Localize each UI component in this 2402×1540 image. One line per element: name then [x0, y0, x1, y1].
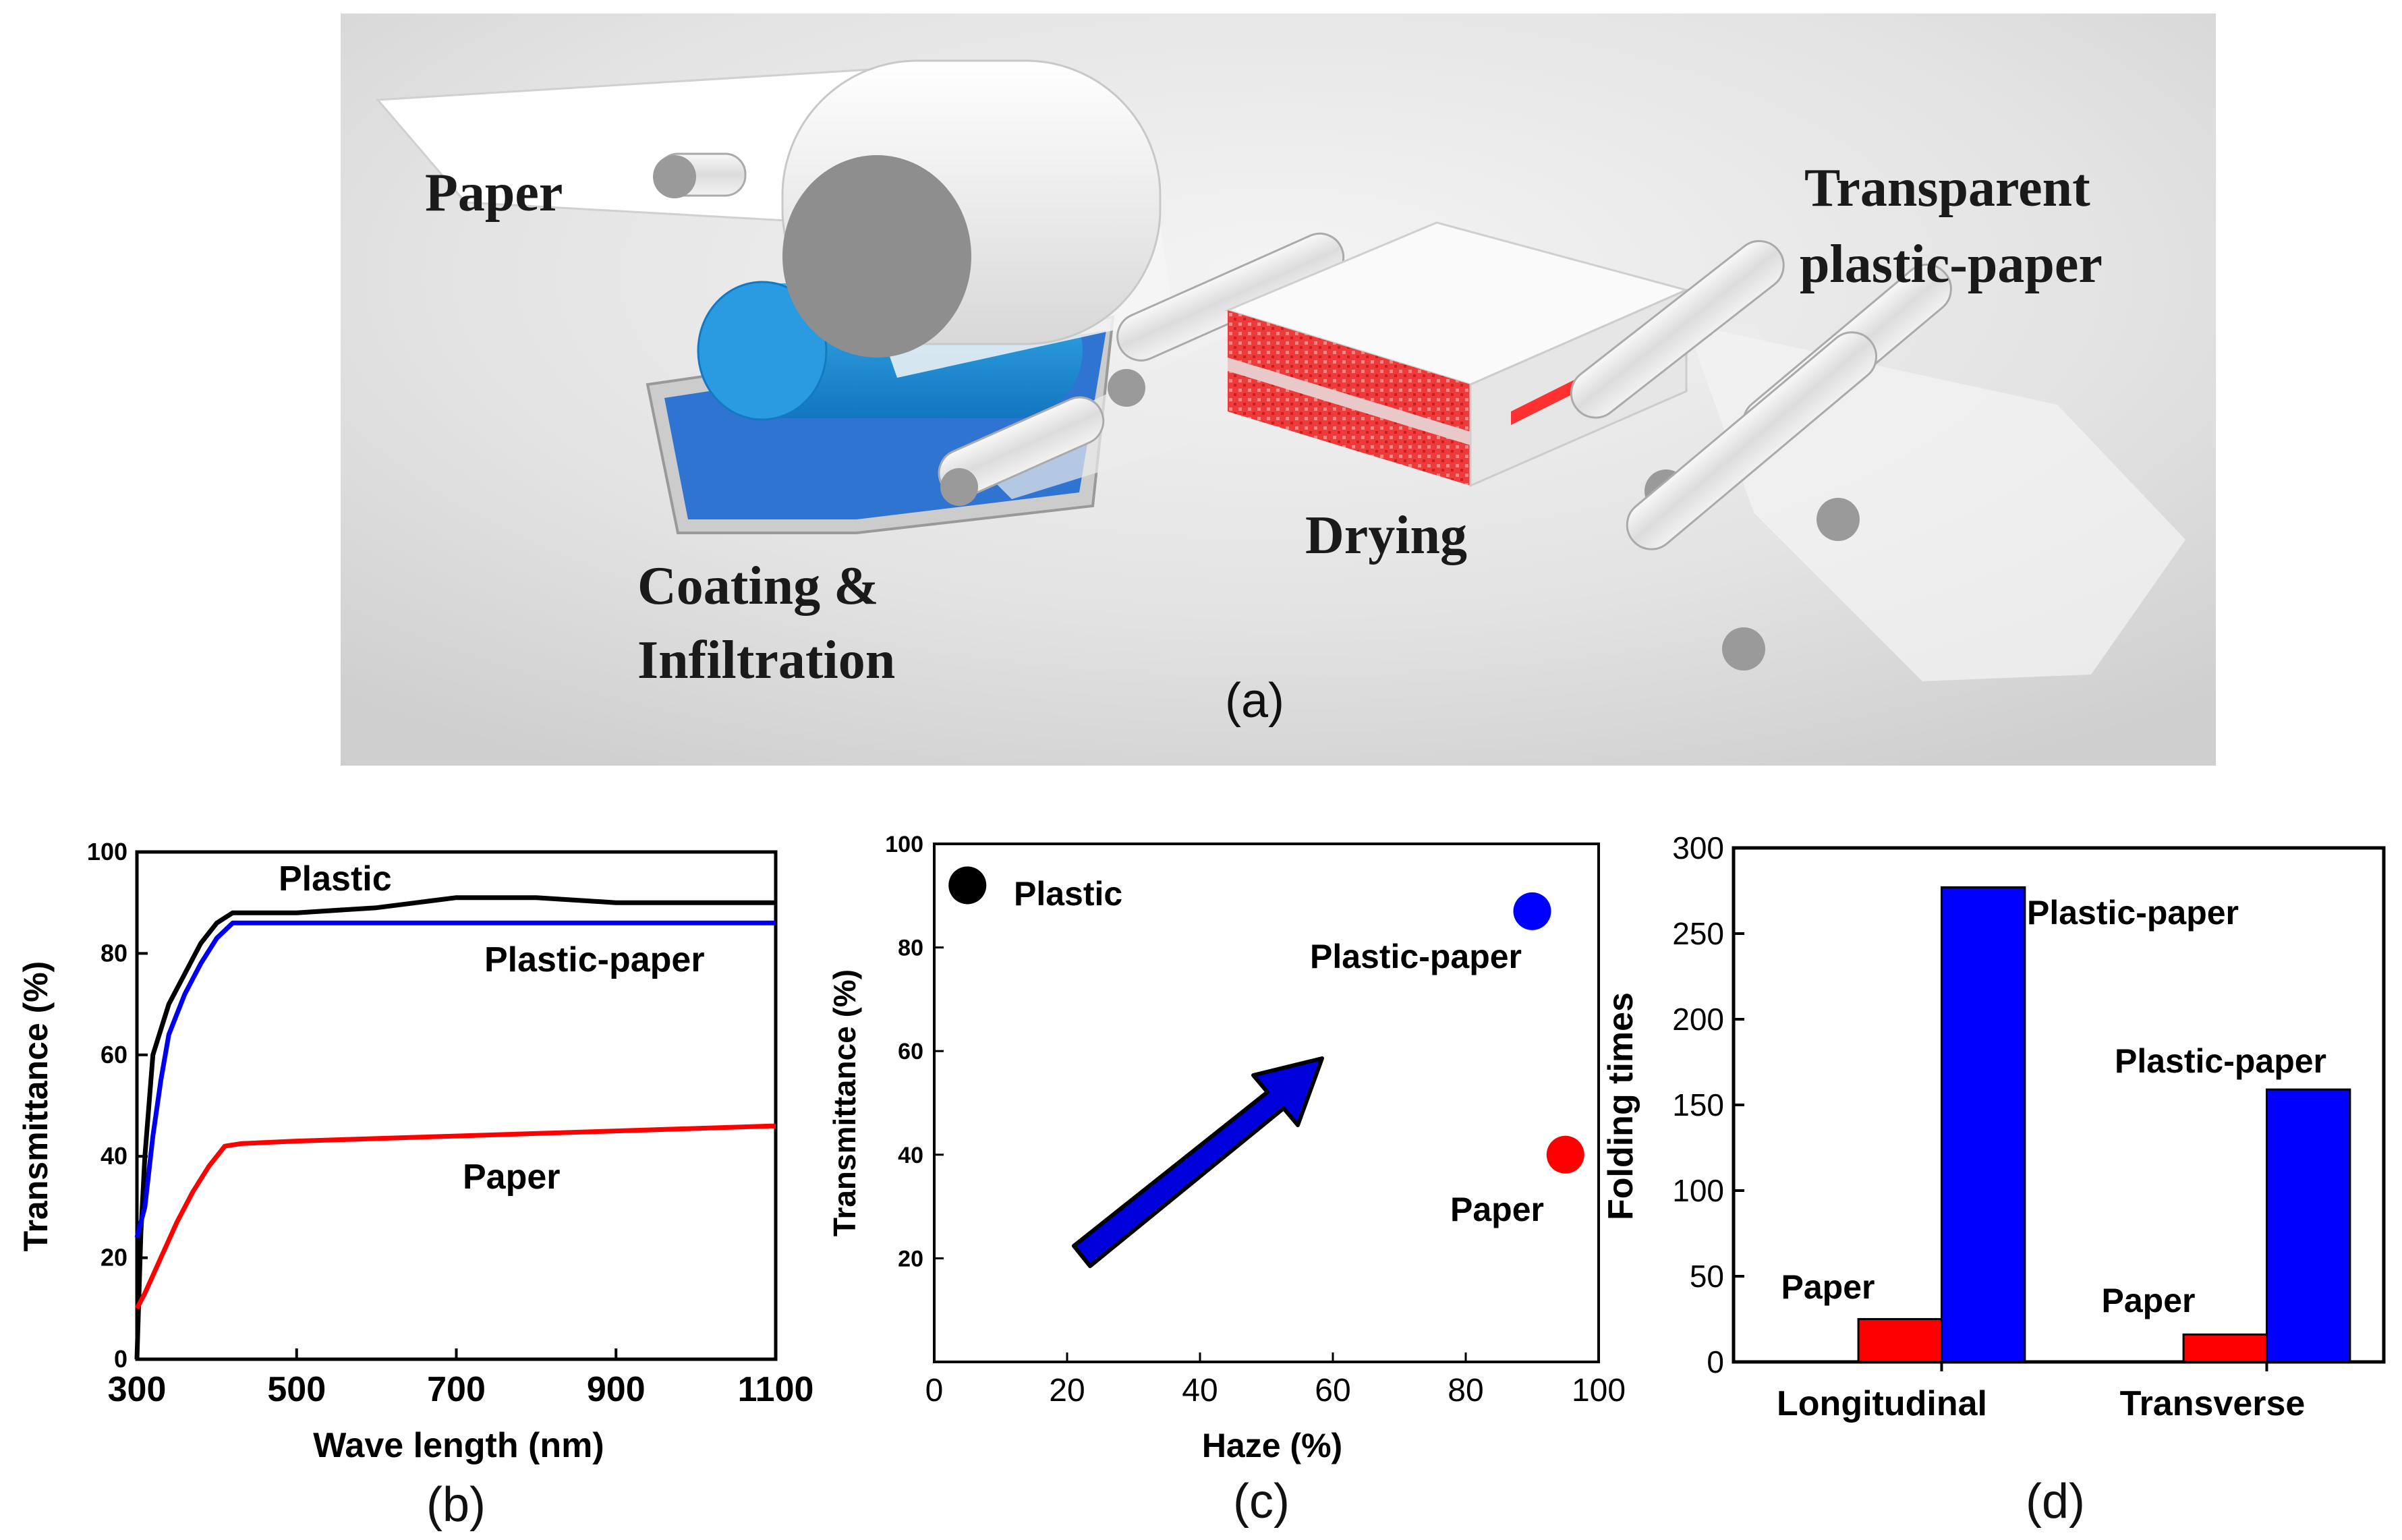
- roller-end-cap: [653, 155, 696, 198]
- oven-slot-front: [1228, 358, 1470, 445]
- category-transverse: Transverse: [2120, 1384, 2306, 1423]
- y-tick-label: 150: [1672, 1087, 1724, 1122]
- caption-a: (a): [1225, 674, 1284, 728]
- chart-b: 300 500 700 900 1100 0 20 40 60 80 100 Transmittan…: [17, 838, 813, 1532]
- x-tick-label: 100: [1572, 1373, 1626, 1408]
- point-plastic-paper: [1513, 892, 1551, 930]
- point-label-paper: Paper: [1450, 1191, 1544, 1228]
- caption-c: (c): [1233, 1475, 1290, 1529]
- chart-c-points: [948, 866, 1584, 1174]
- chart-c-frame: [933, 843, 1600, 1363]
- chart-b-frame: [135, 850, 778, 1361]
- y-tick-label: 250: [1672, 916, 1724, 951]
- bar-label-plastic-paper-2: Plastic-paper: [2115, 1042, 2326, 1080]
- y-tick-label: 40: [898, 1143, 923, 1168]
- chart-d-ylabel: Folding times: [1601, 992, 1640, 1220]
- bar-label-paper-2: Paper: [2102, 1282, 2196, 1319]
- roller-end-cap-5: [1817, 498, 1860, 541]
- roller-end-cap-3: [1108, 369, 1145, 407]
- x-tick-label: 1100: [738, 1370, 814, 1409]
- y-tick-label: 0: [114, 1345, 127, 1373]
- caption-d: (d): [2026, 1475, 2085, 1529]
- series-line-plastic: [134, 895, 776, 1360]
- x-tick-label: 500: [267, 1370, 326, 1409]
- bar-longitudinal-plastic-paper: [1940, 886, 2026, 1363]
- series-line-plastic-paper: [134, 920, 776, 1238]
- chart-b-xlabel: Wave length (nm): [313, 1426, 604, 1465]
- point-label-plastic-paper: Plastic-paper: [1310, 938, 1522, 975]
- panel-a: Paper Transparent plastic-paper Coating …: [341, 13, 2216, 766]
- x-tick-label: 900: [587, 1370, 646, 1409]
- y-tick-label: 300: [1672, 830, 1724, 865]
- label-infiltration: Infiltration: [637, 631, 895, 690]
- y-tick-label: 80: [101, 939, 127, 967]
- y-tick-label: 100: [1672, 1173, 1724, 1208]
- x-tick-label: 700: [427, 1370, 486, 1409]
- series-label-plastic-paper: Plastic-paper: [484, 940, 705, 979]
- chart-d-bars: [1857, 886, 2351, 1363]
- roller-end-cap-2: [940, 468, 978, 506]
- chart-d: 0 50 100 150 200 250 300 Folding times Longitu…: [1601, 830, 2386, 1529]
- chart-c-ticks: 0 20 40 60 80 100 20 40 60 80 100: [885, 832, 1626, 1408]
- chart-b-lines: [134, 895, 776, 1360]
- glass-roller-4: [1570, 239, 1785, 419]
- x-tick-label: 60: [1315, 1373, 1350, 1408]
- y-tick-label: 100: [885, 832, 923, 857]
- x-tick-label: 80: [1448, 1373, 1483, 1408]
- label-coating: Coating &: [637, 557, 879, 616]
- x-tick-label: 300: [108, 1370, 167, 1409]
- y-tick-label: 200: [1672, 1002, 1724, 1037]
- label-plastic-paper: plastic-paper: [1800, 235, 2103, 294]
- chart-d-ticks: 0 50 100 150 200 250 300: [1672, 830, 2268, 1379]
- y-tick-label: 40: [101, 1142, 127, 1170]
- caption-b: (b): [426, 1478, 486, 1532]
- bar-transverse-plastic-paper: [2265, 1088, 2351, 1363]
- y-tick-label: 20: [898, 1246, 923, 1272]
- label-transparent: Transparent: [1804, 159, 2090, 218]
- chart-b-ticks: 300 500 700 900 1100 0 20 40 60 80 100: [87, 838, 813, 1409]
- chart-c-ylabel: Transmittance (%): [827, 969, 862, 1236]
- x-tick-label: 20: [1049, 1373, 1085, 1408]
- trend-arrow: [1072, 1056, 1324, 1268]
- y-tick-label: 50: [1690, 1259, 1724, 1294]
- glass-roller-6: [1626, 331, 1877, 550]
- chart-b-ylabel: Transmittance (%): [17, 961, 55, 1252]
- category-longitudinal: Longitudinal: [1777, 1384, 1987, 1423]
- bar-label-plastic-paper-1: Plastic-paper: [2027, 894, 2239, 932]
- point-paper: [1546, 1135, 1584, 1174]
- y-tick-label: 20: [101, 1244, 127, 1272]
- series-label-plastic: Plastic: [279, 859, 392, 899]
- bar-transverse-paper: [2182, 1333, 2268, 1363]
- point-plastic: [948, 866, 987, 905]
- label-paper: Paper: [425, 163, 563, 223]
- white-roller-end: [782, 155, 971, 358]
- roller-end-cap-6: [1722, 627, 1765, 671]
- series-line-paper: [134, 1123, 776, 1310]
- x-tick-label: 0: [925, 1373, 944, 1408]
- y-tick-label: 80: [898, 936, 923, 961]
- series-label-paper: Paper: [463, 1158, 561, 1197]
- y-tick-label: 60: [898, 1039, 923, 1064]
- y-tick-label: 100: [87, 838, 127, 865]
- y-tick-label: 60: [101, 1041, 127, 1068]
- chart-c-xlabel: Haze (%): [1202, 1427, 1342, 1464]
- chart-c: 0 20 40 60 80 100 20 40 60 80 100 Transmittance (%…: [827, 832, 1626, 1529]
- blue-roller-end: [697, 281, 828, 421]
- point-label-plastic: Plastic: [1014, 875, 1122, 913]
- bar-label-paper-1: Paper: [1781, 1268, 1875, 1306]
- y-tick-label: 0: [1707, 1344, 1724, 1379]
- x-tick-label: 40: [1182, 1373, 1218, 1408]
- label-drying: Drying: [1305, 506, 1467, 565]
- bar-longitudinal-paper: [1857, 1318, 1943, 1363]
